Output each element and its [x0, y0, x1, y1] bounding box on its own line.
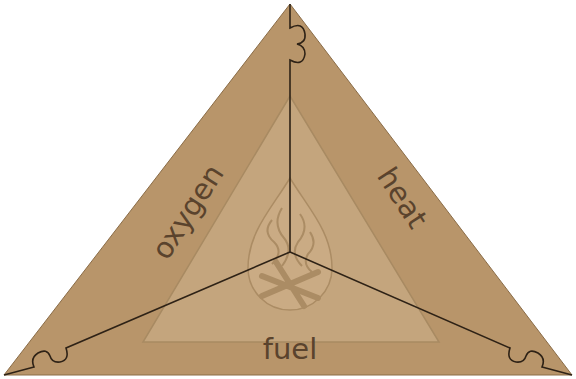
fuel-label: fuel — [263, 335, 318, 364]
